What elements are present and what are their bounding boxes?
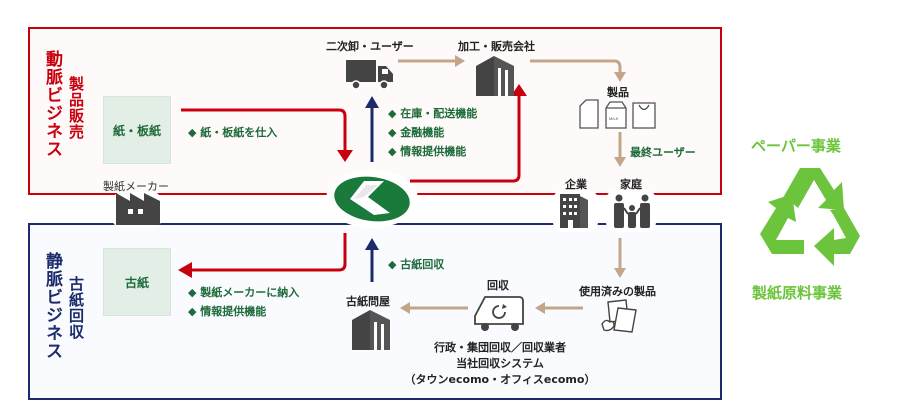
function-note-inventory: ◆ 在庫・配送機能 <box>388 107 478 120</box>
paper-board-box: 紙・板紙 <box>103 96 171 164</box>
lower-business-title: 静脈ビジネス <box>42 252 62 360</box>
collection-desc-line: （タウンecomo・オフィスecomo） <box>404 373 596 386</box>
processor-label: 加工・販売会社 <box>458 40 535 53</box>
upper-business-subtitle: 製品販売 <box>67 76 85 140</box>
wastepaper-wholesaler-label: 古紙問屋 <box>346 295 390 308</box>
collection-desc-line: 当社回収システム <box>456 357 544 370</box>
collection-description: 行政・集団回収／回収業者 当社回収システム （タウンecomo・オフィスecom… <box>400 340 600 388</box>
company-label: 企業 <box>565 178 587 191</box>
products-label: 製品 <box>607 86 629 99</box>
deliver-note: ◆ 製紙メーカーに納入 <box>188 286 300 299</box>
wholesale-label: 二次卸・ユーザー <box>326 40 414 53</box>
paper-maker-label: 製紙メーカー <box>103 180 169 193</box>
lower-business-subtitle: 古紙回収 <box>67 276 85 340</box>
used-products-label: 使用済みの製品 <box>579 285 656 298</box>
paper-business-label: ペーパー事業 <box>751 137 841 155</box>
function-note-info: ◆ 情報提供機能 <box>388 145 467 158</box>
wholesaler-building-icon <box>352 310 390 350</box>
processor-building-icon <box>476 56 514 96</box>
family-icon <box>614 194 650 228</box>
function-note-finance: ◆ 金融機能 <box>388 126 445 139</box>
collection-label: 回収 <box>487 279 509 292</box>
collection-truck-icon <box>474 296 524 331</box>
info-note: ◆ 情報提供機能 <box>188 305 267 318</box>
recycle-icon <box>760 168 860 266</box>
truck-icon <box>346 60 393 90</box>
wastepaper-box: 古紙 <box>103 248 171 316</box>
collection-note: ◆ 古紙回収 <box>388 258 445 271</box>
papermaking-materials-label: 製紙原料事業 <box>752 284 843 302</box>
products-icon: MILK <box>579 99 656 129</box>
svg-text:MILK: MILK <box>609 116 619 121</box>
upper-business-title: 動脈ビジネス <box>42 50 62 158</box>
factory-icon <box>116 193 160 225</box>
company-logo <box>334 176 410 222</box>
end-user-label: 最終ユーザー <box>630 146 696 159</box>
purchase-note: ◆ 紙・板紙を仕入 <box>188 126 278 139</box>
collection-desc-line: 行政・集団回収／回収業者 <box>434 341 566 354</box>
company-building-icon <box>560 194 588 228</box>
used-products-icon <box>601 299 637 333</box>
household-label: 家庭 <box>620 178 642 191</box>
